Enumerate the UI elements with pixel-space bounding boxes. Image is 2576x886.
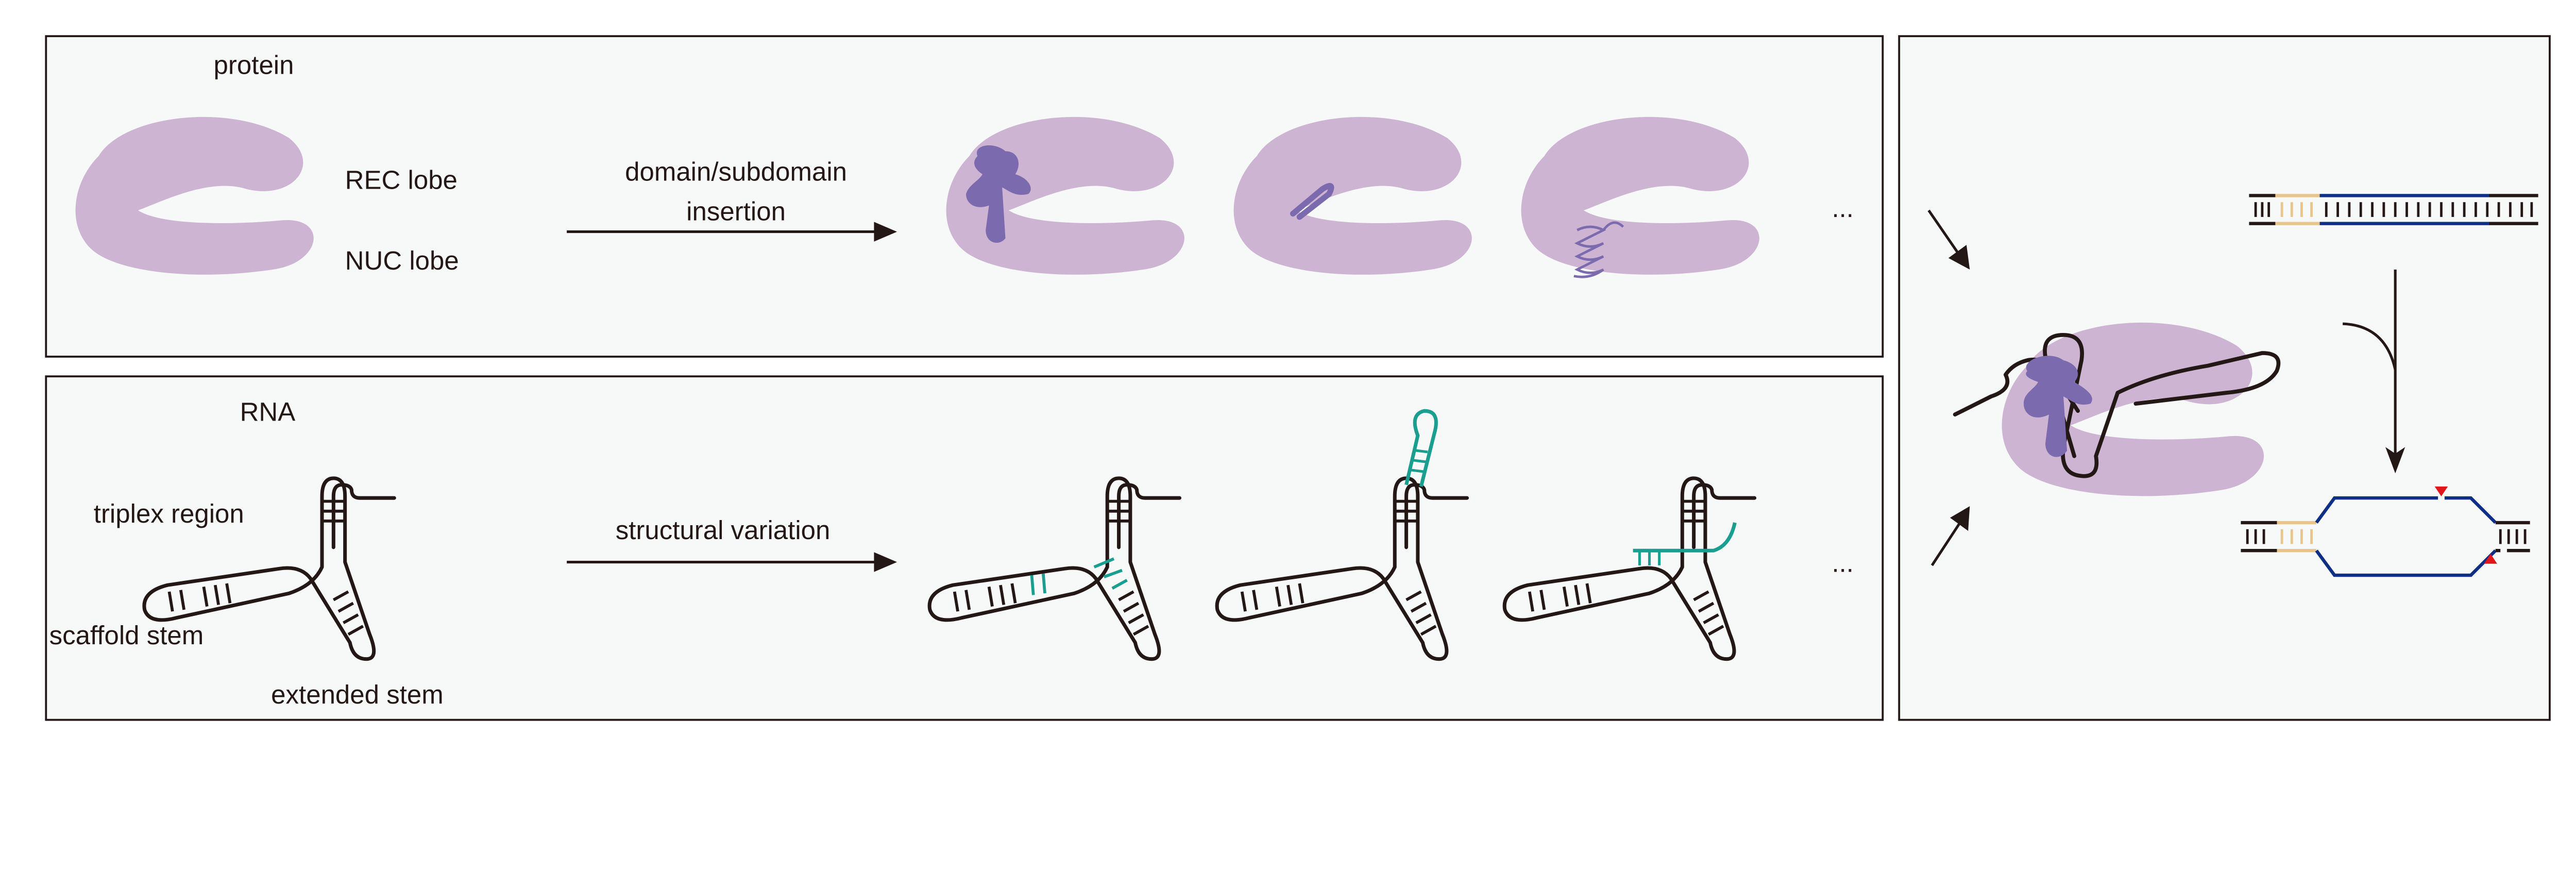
cut-site-top-icon <box>2434 486 2448 496</box>
cleavage-arrow-icon <box>2343 269 2405 474</box>
rna-variant-extension <box>1504 478 1754 659</box>
protein-ellipsis: ... <box>1832 193 1854 223</box>
rec-lobe-label: REC lobe <box>345 165 457 195</box>
nuc-lobe-label: NUC lobe <box>345 246 459 275</box>
protein-variant-domain <box>946 116 1184 275</box>
insertion-arrow-label-2: insertion <box>686 196 786 226</box>
protein-variant-loop <box>1233 116 1472 275</box>
unwound-dna <box>2241 496 2530 577</box>
right-arrow-icon <box>567 552 897 572</box>
rna-ellipsis: ... <box>1832 548 1854 578</box>
arrow-in-bottom-icon <box>1930 506 1970 566</box>
cas-rna-complex <box>1953 322 2281 496</box>
rna-panel <box>45 375 1884 721</box>
scaffold-stem-label: scaffold stem <box>49 621 204 650</box>
figure: protein REC lobe NUC lobe domain/subdoma… <box>45 35 2551 721</box>
rna-title: RNA <box>240 397 296 426</box>
cut-site-bottom-icon <box>2484 554 2497 564</box>
rna-variant-stem <box>929 478 1179 659</box>
rna-variant-hairpin <box>1217 409 1467 659</box>
variation-arrow-label: structural variation <box>616 515 831 545</box>
protein-title: protein <box>214 50 294 79</box>
extended-stem-label: extended stem <box>271 680 444 709</box>
right-arrow-icon <box>567 222 897 242</box>
insertion-arrow-label: domain/subdomain <box>625 157 847 187</box>
protein-variant-helix <box>1521 116 1759 278</box>
target-dna <box>2249 194 2538 225</box>
arrow-in-top-icon <box>1927 209 1970 270</box>
triplex-region-label: triplex region <box>94 499 244 528</box>
